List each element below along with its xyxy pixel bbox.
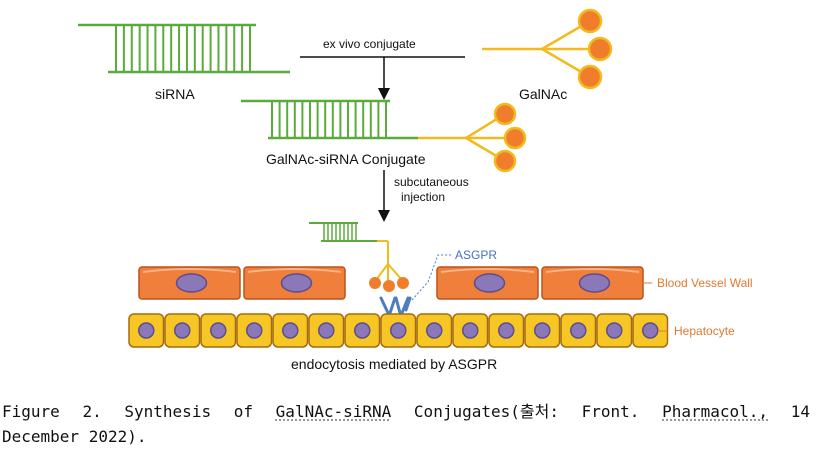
hepatocyte-nucleus	[354, 322, 371, 339]
vessel-nucleus	[280, 273, 313, 293]
hepatocyte-cell	[128, 313, 165, 348]
asgpr-label: ASGPR	[455, 248, 497, 262]
figure-caption: Figure 2. Synthesis of GalNAc-siRNA Conj…	[2, 399, 810, 449]
injection-label: injection	[401, 190, 445, 204]
asgpr-leader	[411, 254, 452, 301]
hepatocyte-cell	[200, 313, 237, 348]
galnac-label: GalNAc	[519, 86, 567, 102]
hepatocyte-nucleus	[642, 322, 659, 339]
blood-vessel-wall	[138, 266, 644, 300]
hepatocyte-cell	[632, 313, 669, 348]
hepatocyte-cell	[272, 313, 309, 348]
vessel-cell	[138, 266, 241, 300]
small-conjugate	[309, 222, 409, 292]
sirna-duplex	[78, 23, 290, 74]
hepatocyte-nucleus	[606, 322, 623, 339]
galnac-molecule	[482, 8, 613, 90]
caption-middle: Conjugates(출처: Front.	[391, 402, 663, 421]
vessel-cell	[541, 266, 644, 300]
hepatocyte-cell	[164, 313, 201, 348]
vessel-cell	[436, 266, 539, 300]
hepatocyte-nucleus	[426, 322, 443, 339]
ex-vivo-label: ex vivo conjugate	[323, 37, 416, 51]
subcutaneous-label: subcutaneous	[394, 175, 469, 189]
hepatocyte-nucleus	[210, 322, 227, 339]
hepatocyte-cell	[452, 313, 489, 348]
hepatocyte-cell	[344, 313, 381, 348]
caption-prefix: Figure 2. Synthesis of	[2, 402, 276, 421]
hepatocyte-nucleus	[318, 322, 335, 339]
hepatocyte-cell	[596, 313, 633, 348]
hepatocyte-cell	[236, 313, 273, 348]
hepatocyte-cell	[308, 313, 345, 348]
hepatocyte-nucleus	[390, 322, 407, 339]
ex-vivo-arrow	[300, 56, 465, 100]
hepatocyte-nucleus	[570, 322, 587, 339]
vessel-nucleus	[473, 273, 506, 293]
hepatocyte-nucleus	[498, 322, 515, 339]
hepatocyte-label: Hepatocyte	[674, 324, 735, 338]
vessel-nucleus	[578, 273, 611, 293]
hepatocyte-nucleus	[282, 322, 299, 339]
caption-line2: December 2022).	[2, 427, 147, 446]
hepatocyte-cell	[416, 313, 453, 348]
hepatocyte-nucleus	[138, 322, 155, 339]
conjugate-molecule	[241, 99, 527, 173]
hepatocyte-cell	[560, 313, 597, 348]
hepatocyte-cell	[488, 313, 525, 348]
caption-galnac-sirna: GalNAc-siRNA	[275, 402, 392, 421]
hepatocyte-cell	[524, 313, 561, 348]
galnac-sirna-diagram: siRNA ex vivo conjugate GalNAc GalNAc-si…	[78, 8, 753, 372]
hepatocyte-nucleus	[174, 322, 191, 339]
hepatocyte-nucleus	[462, 322, 479, 339]
endocytosis-label: endocytosis mediated by ASGPR	[291, 356, 497, 372]
vessel-cell	[243, 266, 346, 300]
vessel-nucleus	[175, 273, 208, 293]
hepatocyte-nucleus	[246, 322, 263, 339]
hepatocyte-cell	[380, 313, 417, 348]
sirna-label: siRNA	[155, 86, 195, 102]
conjugate-label: GalNAc-siRNA Conjugate	[266, 151, 426, 167]
caption-pharmacol: Pharmacol.,	[662, 402, 769, 421]
hepatocyte-layer	[128, 313, 669, 348]
blood-vessel-label: Blood Vessel Wall	[657, 276, 753, 290]
hepatocyte-nucleus	[534, 322, 551, 339]
caption-end: 14	[768, 402, 810, 421]
